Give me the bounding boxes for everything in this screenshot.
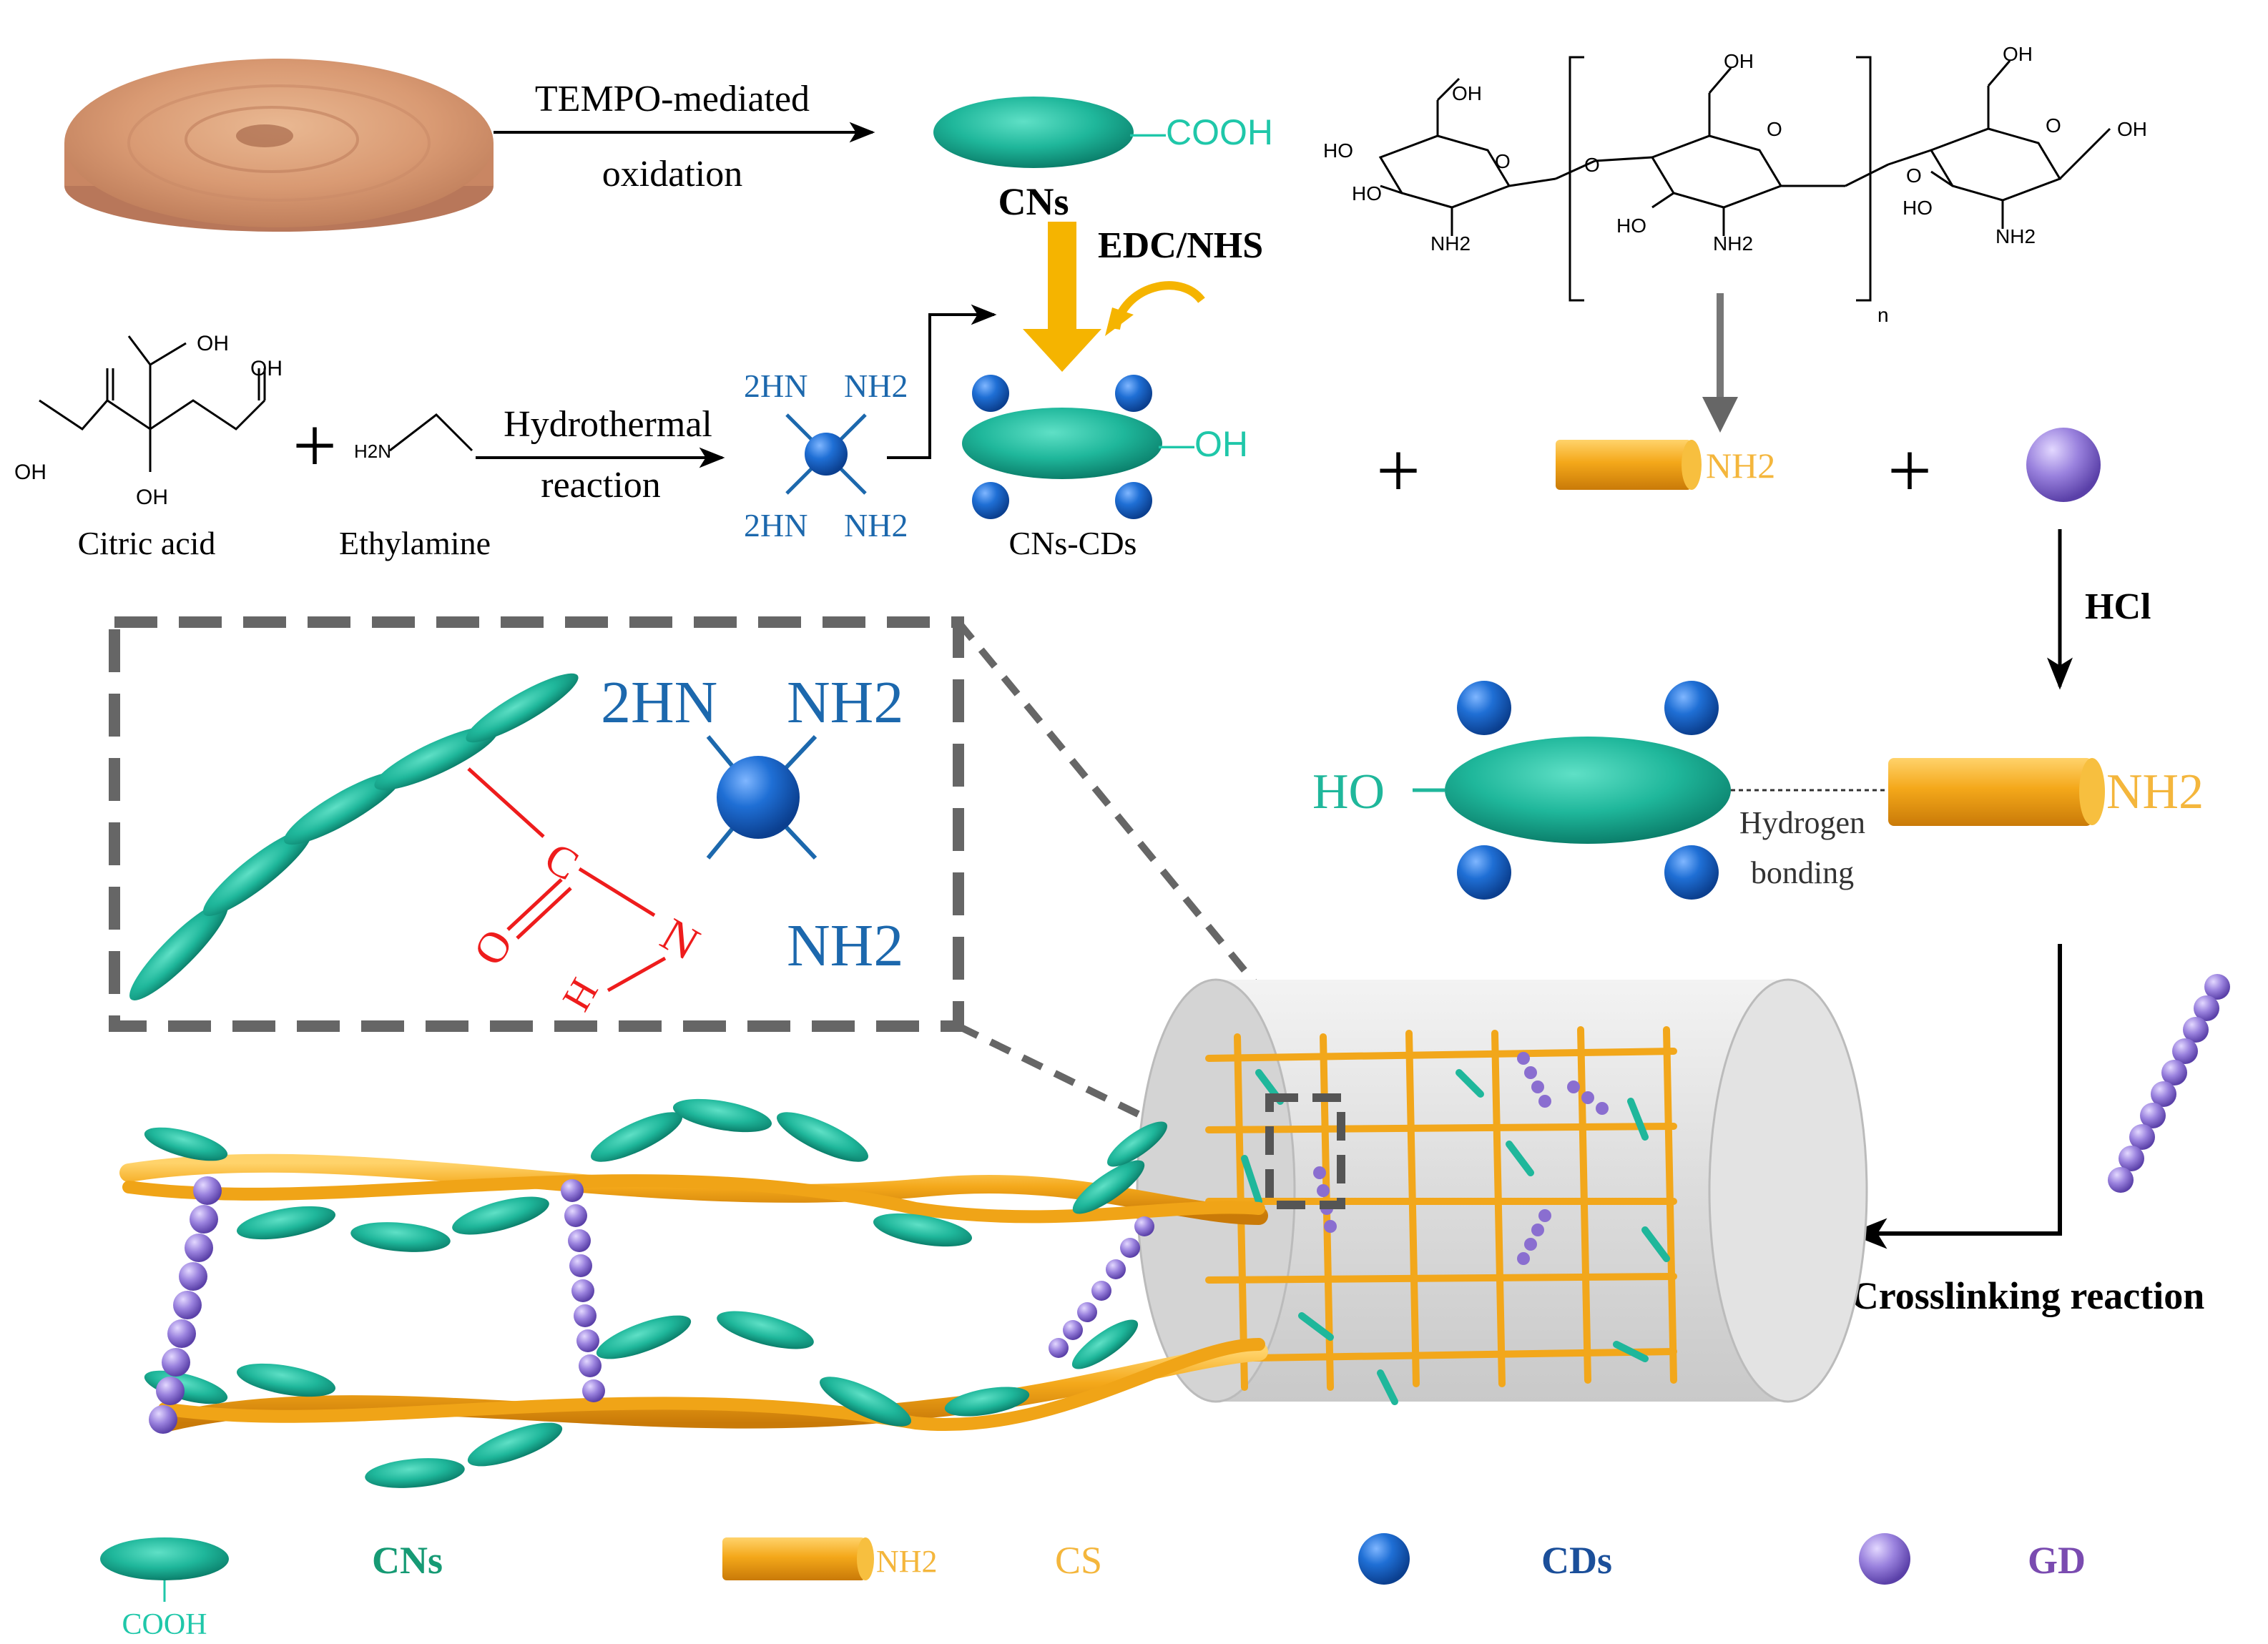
crosslinking-label: Crosslinking reaction bbox=[1851, 1274, 2205, 1317]
citric-oh-2: OH bbox=[250, 357, 283, 380]
amide-bond bbox=[467, 767, 667, 993]
chitosan-oh-1: OH bbox=[1452, 82, 1482, 104]
wood-disc-icon bbox=[64, 59, 494, 232]
legend-cds-label: CDs bbox=[1541, 1539, 1612, 1582]
chitosan-nh2-2: NH2 bbox=[1713, 232, 1753, 255]
chitosan-o-2: O bbox=[1584, 154, 1600, 176]
legend-cns-symbol bbox=[100, 1537, 229, 1602]
grid-cn-segments bbox=[1241, 1069, 1670, 1405]
cns-cds-label: CNs-CDs bbox=[1009, 525, 1137, 561]
chitosan-oh-3: OH bbox=[2003, 43, 2033, 65]
legend-gd-label: GD bbox=[2028, 1539, 2086, 1582]
chitosan-oh-4: OH bbox=[2117, 118, 2147, 140]
inset-cn-chain bbox=[129, 673, 579, 1000]
cs-rod-complex bbox=[1888, 758, 2105, 826]
chitosan-o-4: O bbox=[1906, 164, 1922, 187]
edc-down-arrow bbox=[1023, 222, 1101, 372]
cds-2hn-top: 2HN bbox=[744, 368, 807, 404]
hcl-label: HCl bbox=[2085, 586, 2151, 627]
citric-oh-4: OH bbox=[136, 486, 168, 509]
cs-rod-nh2: NH2 bbox=[1706, 446, 1775, 486]
amide-o: O bbox=[464, 922, 522, 974]
zoom-region-marker bbox=[1265, 1093, 1345, 1209]
amide-h: H bbox=[554, 971, 607, 1018]
crosslinked-grid bbox=[1205, 1026, 1677, 1391]
chitosan-o-3: O bbox=[1767, 118, 1782, 140]
citric-oh-1: OH bbox=[197, 332, 229, 355]
ethylamine-label: Ethylamine bbox=[339, 525, 491, 561]
tempo-label-1: TEMPO-mediated bbox=[535, 79, 810, 119]
legend-gd-symbol bbox=[1859, 1533, 1910, 1585]
complex-nh2-label: NH2 bbox=[2106, 764, 2204, 819]
inset-cd-particle bbox=[706, 734, 818, 860]
inset-connector-top bbox=[956, 619, 1290, 1025]
chitosan-ho-2: HO bbox=[1352, 182, 1382, 205]
tempo-label-2: oxidation bbox=[602, 154, 742, 195]
fiber-cn-ellipses bbox=[144, 1098, 1167, 1488]
cds-to-conjugate-arrow bbox=[887, 304, 997, 459]
chitosan-ho-3: HO bbox=[1616, 215, 1646, 237]
cds-small-particle bbox=[785, 413, 867, 495]
hbond-label-2: bonding bbox=[1751, 855, 1854, 890]
grid-gd-chains bbox=[1313, 1052, 1609, 1265]
legend-cooh-label: COOH bbox=[122, 1608, 207, 1641]
amide-c: C bbox=[536, 833, 586, 890]
chitosan-o-1: O bbox=[1495, 150, 1511, 172]
cns-cds-conjugate bbox=[962, 375, 1162, 519]
legend-cds-symbol bbox=[1358, 1533, 1410, 1585]
edc-nhs-label: EDC/NHS bbox=[1098, 225, 1263, 266]
cs-rod-top bbox=[1556, 440, 1702, 490]
inset-nh2-bottom: NH2 bbox=[787, 912, 903, 979]
hbond-label-1: Hydrogen bbox=[1739, 805, 1865, 840]
ethylamine-structure bbox=[389, 413, 473, 452]
cns-cds-complex bbox=[1413, 681, 1731, 900]
hydro-label-1: Hydrothermal bbox=[504, 404, 712, 445]
citric-acid-structure bbox=[39, 335, 266, 472]
inset-nh2-top: NH2 bbox=[787, 669, 903, 736]
legend-cs-nh2: NH2 bbox=[876, 1544, 938, 1579]
chitosan-ho-1: HO bbox=[1323, 139, 1353, 162]
legend-cs-symbol bbox=[722, 1537, 874, 1580]
cns-cooh-particle: —COOH bbox=[933, 97, 1273, 168]
cns-cds-oh: —OH bbox=[1159, 424, 1248, 464]
complex-ho-label: HO bbox=[1312, 764, 1385, 819]
cns-cooh-label: —COOH bbox=[1130, 112, 1273, 152]
plus-citric-ethylamine: + bbox=[293, 402, 337, 489]
inset-dashed-box bbox=[109, 616, 964, 1032]
hydro-label-2: reaction bbox=[541, 465, 660, 506]
chitosan-oh-2: OH bbox=[1724, 50, 1754, 72]
legend-cs-label: CS bbox=[1055, 1539, 1102, 1582]
citric-oh-3: OH bbox=[14, 461, 46, 484]
gd-chain-right bbox=[2108, 974, 2230, 1193]
chitosan-ho-4: HO bbox=[1903, 197, 1933, 219]
crosslinking-arrow bbox=[1848, 944, 2062, 1249]
edc-curl-arrow bbox=[1111, 281, 1205, 330]
chitosan-structure bbox=[1378, 56, 2111, 302]
cds-nh2-top: NH2 bbox=[844, 368, 908, 404]
fiber-gd-crosslinks bbox=[149, 1176, 1154, 1434]
cns-label: CNs bbox=[998, 180, 1069, 223]
chitosan-nh2-3: NH2 bbox=[1995, 225, 2036, 247]
inset-2hn: 2HN bbox=[601, 669, 717, 736]
cds-2hn-bottom: 2HN bbox=[744, 507, 807, 543]
gd-sphere-top bbox=[2026, 428, 2101, 502]
chitosan-n-label: n bbox=[1877, 304, 1889, 326]
ethylamine-h2n: H2N bbox=[354, 440, 391, 462]
fiber-bundle bbox=[119, 1153, 1268, 1432]
legend-cns-label: CNs bbox=[372, 1539, 443, 1582]
plus-2: + bbox=[1887, 427, 1932, 514]
citric-acid-label: Citric acid bbox=[78, 525, 216, 561]
cds-nh2-bottom: NH2 bbox=[844, 507, 908, 543]
chitosan-nh2-1: NH2 bbox=[1430, 232, 1471, 255]
plus-1: + bbox=[1376, 427, 1420, 514]
chitosan-o-5: O bbox=[2046, 114, 2061, 137]
